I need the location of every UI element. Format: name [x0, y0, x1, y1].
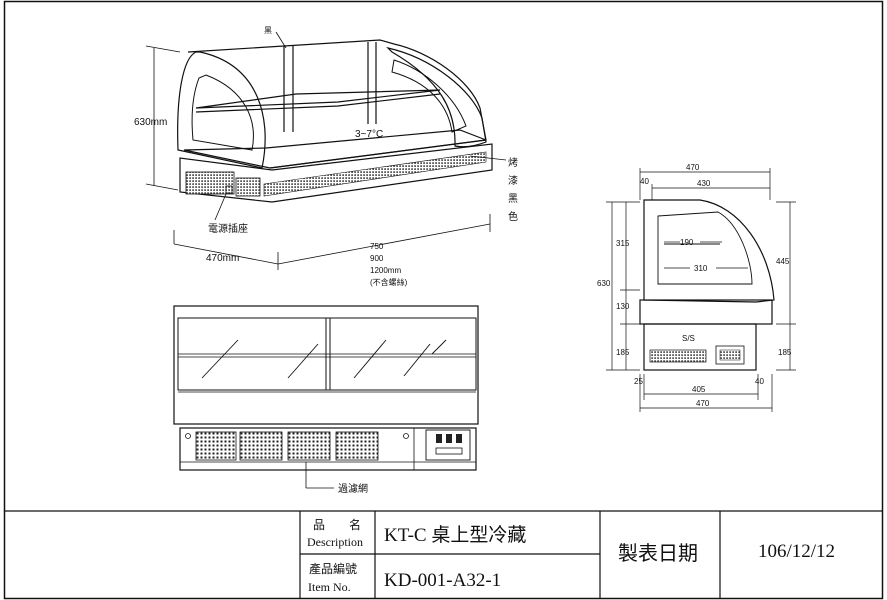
svg-text:(不含螺絲): (不含螺絲)	[370, 277, 408, 287]
svg-text:470: 470	[686, 163, 700, 172]
desc-label-cn: 品 名	[313, 517, 367, 532]
desc-label-en: Description	[307, 535, 363, 549]
temp-label: 3~7°C	[355, 129, 383, 140]
item-value: KD-001-A32-1	[384, 570, 501, 591]
paint-label: 烤 漆 黑 色	[508, 156, 518, 223]
svg-text:S/S: S/S	[682, 334, 695, 343]
svg-text:405: 405	[692, 385, 706, 394]
front-view	[173, 305, 479, 489]
svg-text:315: 315	[616, 239, 630, 248]
svg-text:1200mm: 1200mm	[370, 266, 401, 275]
item-label-en: Item No.	[308, 580, 351, 594]
svg-text:445: 445	[776, 257, 790, 266]
power-label: 電源插座	[208, 222, 248, 235]
width-labels: 750 900 1200mm (不含螺絲)	[370, 242, 408, 287]
filter-label: 過濾網	[338, 482, 368, 495]
item-label-cn: 產品編號	[309, 561, 357, 576]
svg-text:185: 185	[778, 348, 792, 357]
svg-text:25: 25	[634, 377, 643, 386]
height-label: 630mm	[134, 117, 167, 128]
sheet-border	[3, 0, 884, 600]
svg-text:130: 130	[616, 302, 630, 311]
date-value: 106/12/12	[758, 541, 835, 562]
svg-text:630: 630	[597, 279, 611, 288]
date-label: 製表日期	[618, 542, 698, 565]
side-dimension-labels: 470 40 430 190 310 315 630 130 185 445 1…	[597, 163, 792, 408]
svg-text:900: 900	[370, 254, 384, 263]
top-label: 黑	[264, 26, 272, 35]
paint-leader	[469, 155, 507, 161]
plan-dimensions	[173, 214, 491, 270]
svg-text:190: 190	[680, 238, 694, 247]
perspective-view	[177, 39, 493, 221]
depth-label: 470mm	[206, 253, 239, 264]
svg-text:色: 色	[508, 210, 518, 223]
svg-text:750: 750	[370, 242, 384, 251]
desc-value: KT-C 桌上型冷藏	[384, 524, 526, 546]
svg-text:40: 40	[640, 177, 649, 186]
svg-text:黑: 黑	[508, 193, 518, 205]
svg-text:310: 310	[694, 264, 708, 273]
svg-text:430: 430	[697, 179, 711, 188]
svg-text:470: 470	[696, 399, 710, 408]
top-label-leader	[275, 31, 287, 49]
title-block-text: 品 名 Description KT-C 桌上型冷藏 產品編號 Item No.…	[307, 517, 835, 594]
side-view	[639, 199, 775, 371]
svg-text:40: 40	[755, 377, 764, 386]
title-block	[4, 510, 883, 598]
side-dimensions	[606, 168, 796, 412]
svg-text:185: 185	[616, 348, 630, 357]
svg-text:漆: 漆	[508, 174, 518, 187]
height-dimension	[145, 45, 181, 191]
svg-text:烤: 烤	[508, 156, 518, 169]
